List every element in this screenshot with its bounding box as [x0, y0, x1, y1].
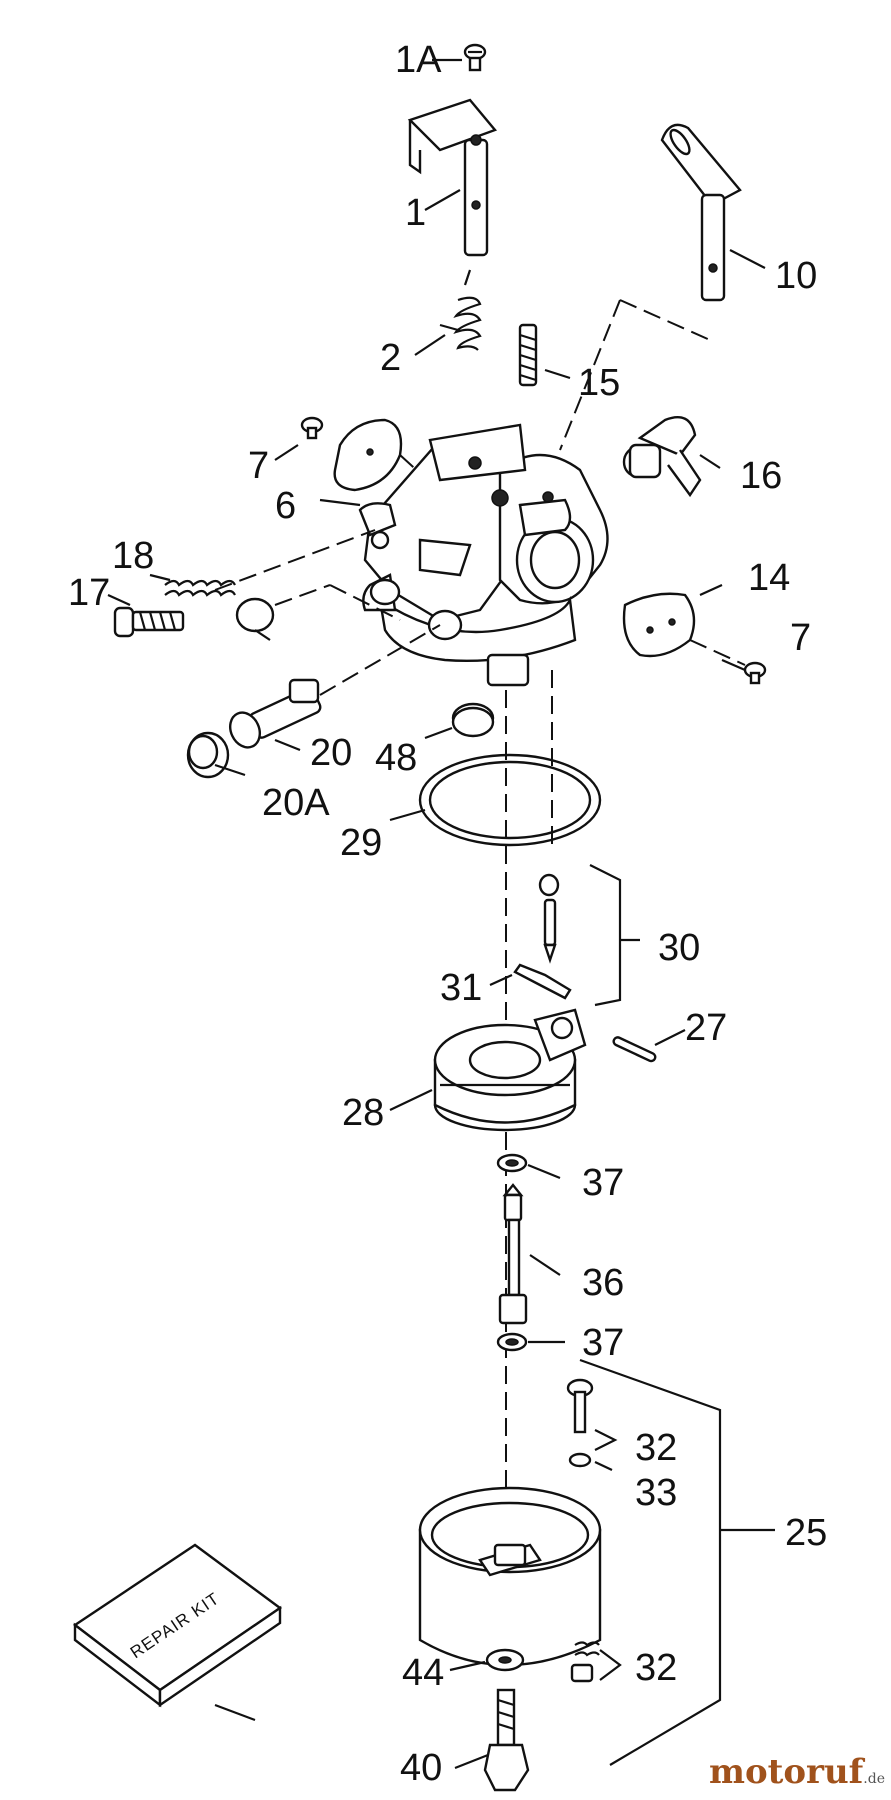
callout-15: 15 — [578, 362, 620, 404]
leader-29 — [389, 808, 426, 822]
part-7-screw-lower — [743, 661, 767, 685]
part-10-choke-shaft — [660, 123, 742, 302]
callout-40: 40 — [400, 1747, 442, 1789]
leader-32-upper — [594, 1429, 618, 1451]
leader-7-lower — [721, 658, 746, 672]
leader-16 — [699, 454, 721, 469]
callout-20A: 20A — [262, 782, 330, 824]
carburetor-body — [358, 423, 609, 687]
callout-7-upper: 7 — [248, 445, 269, 487]
callout-33: 33 — [635, 1472, 677, 1514]
part-32-screw-lower — [570, 1641, 600, 1683]
bracket-30 — [589, 864, 622, 1007]
leader-repair-kit — [214, 1703, 256, 1722]
part-17-mixture-screw — [113, 606, 185, 638]
watermark-logo: motoruf.de — [709, 1752, 885, 1792]
callout-1A: 1A — [395, 39, 442, 81]
leader-1 — [424, 189, 461, 211]
leader-20 — [274, 738, 301, 752]
watermark-suffix: .de — [863, 1771, 885, 1787]
callout-2: 2 — [380, 337, 401, 379]
repair-kit-box: REPAIR KIT — [72, 1543, 283, 1708]
part-18-spring — [164, 579, 236, 597]
callout-16: 16 — [740, 455, 782, 497]
callout-36: 36 — [582, 1262, 624, 1304]
callout-32-lower: 32 — [635, 1647, 677, 1689]
welch-plug — [235, 597, 275, 633]
leader-27 — [654, 1029, 686, 1046]
part-20A-cap — [186, 731, 230, 779]
callout-32-upper: 32 — [635, 1427, 677, 1469]
leader-36 — [529, 1254, 561, 1276]
part-15-idle-screw — [518, 323, 538, 387]
callout-29: 29 — [340, 822, 382, 864]
leader-15 — [544, 368, 571, 380]
part-1A-screw — [463, 43, 487, 72]
callout-18: 18 — [112, 535, 154, 577]
leader-7-upper — [274, 444, 299, 461]
leader-28 — [389, 1089, 433, 1111]
watermark-brand: motoruf — [709, 1752, 864, 1792]
leader-32-lower — [599, 1649, 622, 1681]
part-20-valve — [229, 678, 322, 749]
callout-44: 44 — [402, 1652, 444, 1694]
callout-30: 30 — [658, 927, 700, 969]
part-32-drain-screw-upper — [566, 1378, 594, 1434]
part-48-seal — [451, 702, 495, 738]
callout-10: 10 — [775, 255, 817, 297]
part-40-bowl-nut — [483, 1688, 530, 1792]
callout-37-upper: 37 — [582, 1162, 624, 1204]
part-16-fuel-inlet — [622, 415, 702, 498]
part-1-throttle-shaft — [407, 98, 498, 257]
callout-14: 14 — [748, 557, 790, 599]
callout-20: 20 — [310, 732, 352, 774]
part-37-washer-lower — [496, 1332, 528, 1352]
callout-7-lower: 7 — [790, 617, 811, 659]
callout-31: 31 — [440, 967, 482, 1009]
callout-25: 25 — [785, 1512, 827, 1554]
leader-6 — [319, 498, 361, 507]
part-30-inlet-needle — [538, 873, 560, 964]
leader-33 — [594, 1461, 613, 1471]
callout-37-lower: 37 — [582, 1322, 624, 1364]
leader-14 — [699, 583, 723, 597]
part-14-plate — [622, 592, 696, 658]
leader-20A — [214, 763, 246, 777]
float-bowl — [418, 1486, 602, 1667]
part-31-clip — [513, 963, 572, 1000]
callout-1: 1 — [405, 192, 426, 234]
leader-10 — [729, 249, 766, 269]
part-27-pin — [612, 1036, 657, 1063]
leader-48 — [424, 726, 453, 740]
leader-37-upper — [527, 1163, 561, 1180]
part-28-float — [433, 1008, 587, 1132]
leader-31 — [489, 973, 513, 987]
callout-6: 6 — [275, 485, 296, 527]
leader-17 — [107, 593, 131, 607]
leader-44 — [449, 1660, 486, 1672]
bracket-25 — [579, 1358, 722, 1766]
part-29-gasket — [418, 753, 602, 847]
callout-28: 28 — [342, 1092, 384, 1134]
part-7-screw-upper — [300, 416, 324, 440]
callout-48: 48 — [375, 737, 417, 779]
choke-plate — [333, 418, 403, 492]
part-37-washer-upper — [496, 1153, 528, 1173]
leader-2 — [414, 334, 446, 356]
part-2-spring — [439, 269, 482, 351]
leader-40 — [454, 1753, 489, 1770]
callout-17: 17 — [68, 572, 110, 614]
part-36-main-jet — [498, 1183, 528, 1325]
part-44-washer — [485, 1648, 525, 1672]
callout-27: 27 — [685, 1007, 727, 1049]
leader-18 — [149, 573, 171, 582]
part-33-washer — [568, 1452, 592, 1468]
